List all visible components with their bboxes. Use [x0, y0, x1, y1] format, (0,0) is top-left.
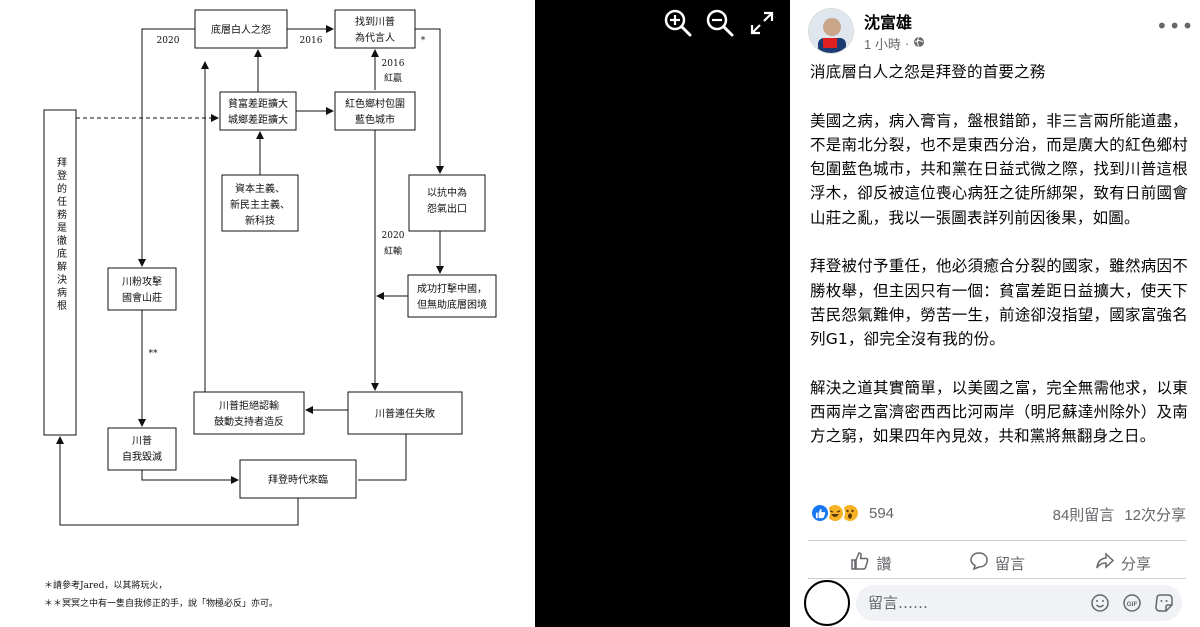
node-lose-box [347, 391, 463, 435]
svg-text:GIF: GIF [1127, 601, 1138, 608]
comment-input[interactable] [868, 594, 1088, 612]
post-panel: 沈富雄 1 小時 · ••• 消底層白人之怨是拜登的首要之務 美國之病，病入膏肓… [790, 0, 1200, 627]
node-success-1: 成功打擊中國， [417, 282, 487, 295]
comment-label: 留言 [994, 554, 1025, 573]
node-biden-era: 拜登時代來臨 [268, 473, 328, 486]
label-double-star: ** [149, 349, 159, 359]
node-lose: 川普連任失敗 [375, 407, 435, 420]
flowchart: 底層白人之怨 找到川普 為代言人 貧富差距擴大 城鄉差距擴大 紅色鄉村包圍 藍色… [43, 9, 497, 609]
node-capital-1: 資本主義、 [235, 182, 285, 195]
author-name[interactable]: 沈富雄 [864, 15, 913, 32]
node-anti-china-box [408, 174, 486, 232]
label-star: * [421, 36, 426, 46]
post-time[interactable]: 1 小時 [864, 37, 901, 52]
sticker-icon[interactable] [1154, 593, 1174, 613]
like-reaction-icon [810, 503, 830, 523]
post-text: 消底層白人之怨是拜登的首要之務 美國之病，病入膏肓，盤根錯節，非三言兩所能道盡，… [810, 60, 1188, 473]
divider [808, 540, 1186, 541]
post-paragraph: 解決之道其實簡單，以美國之富，完全無需他求，以東西兩岸之富濟密西西比河兩岸（明尼… [810, 378, 1188, 446]
node-gap-1: 貧富差距擴大 [228, 97, 288, 110]
meta-separator: · [904, 36, 910, 51]
current-user-avatar[interactable] [804, 580, 850, 626]
post-meta: 1 小時 · [864, 34, 925, 53]
label-2020-b: 2020 [382, 231, 405, 241]
like-label: 讚 [876, 554, 892, 573]
fullscreen-icon[interactable] [747, 8, 777, 38]
node-gap-2: 城鄉差距擴大 [228, 113, 288, 126]
footnote-1: ＊請參考Jared，以其將玩火， [44, 579, 167, 591]
post-paragraph: 拜登被付予重任，他必須癒合分裂的國家，雖然病因不勝枚舉，但主因只有一個：貧富差距… [810, 257, 1188, 349]
reactions-count: 594 [869, 504, 895, 522]
node-refuse-2: 鼓動支持者造反 [214, 415, 284, 428]
node-find-trump-1: 找到川普 [355, 15, 395, 28]
diagram-image: 底層白人之怨 找到川普 為代言人 貧富差距擴大 城鄉差距擴大 紅色鄉村包圍 藍色… [0, 0, 535, 627]
footnote-2: ＊＊冥冥之中有一隻自我修正的手，說「物極必反」亦可。 [44, 597, 278, 609]
shares-count[interactable]: 12次分享 [1124, 507, 1186, 524]
divider [808, 578, 1186, 579]
gif-icon[interactable]: GIF [1122, 593, 1142, 613]
node-refuse-box [193, 391, 305, 435]
node-red-2: 藍色城市 [355, 113, 395, 126]
node-self-2: 自我毀滅 [122, 450, 162, 463]
node-mob-2: 國會山莊 [122, 291, 162, 304]
zoom-in-icon[interactable] [663, 8, 693, 38]
node-red-1: 紅色鄉村包圍 [345, 97, 405, 110]
share-arrow-icon [1095, 551, 1115, 575]
speech-bubble-icon [969, 551, 989, 575]
share-button[interactable]: 分享 [1060, 545, 1186, 581]
comment-box: GIF [856, 585, 1182, 621]
node-success-2: 但無助底層困境 [417, 298, 487, 311]
node-self-box [107, 427, 177, 471]
comment-button[interactable]: 留言 [934, 545, 1060, 581]
zoom-out-icon[interactable] [705, 8, 735, 38]
node-capital-3: 新科技 [245, 214, 275, 227]
comment-tools: GIF [1090, 593, 1174, 613]
label-2020-a: 2020 [157, 36, 180, 46]
comments-count[interactable]: 84則留言 [1052, 507, 1115, 524]
post-paragraph: 消底層白人之怨是拜登的首要之務 [810, 63, 1046, 81]
reactions-summary[interactable]: 594 [810, 503, 894, 523]
author-avatar[interactable] [808, 8, 854, 54]
photo-viewer [535, 0, 790, 627]
node-anti-china-2: 怨氣出口 [427, 202, 467, 215]
node-refuse-1: 川普拒絕認輸 [219, 399, 279, 412]
emoji-icon[interactable] [1090, 593, 1110, 613]
node-resentment: 底層白人之怨 [211, 23, 271, 36]
label-2016-a: 2016 [300, 36, 323, 46]
post-actions: 讚 留言 分享 [808, 545, 1186, 581]
label-red-win: 紅贏 [384, 72, 402, 84]
globe-icon [913, 36, 925, 51]
node-self-1: 川普 [132, 434, 152, 447]
node-mob-1: 川粉攻擊 [122, 275, 162, 288]
label-2016-b: 2016 [382, 59, 405, 69]
share-label: 分享 [1120, 554, 1151, 573]
like-button[interactable]: 讚 [808, 545, 934, 581]
node-anti-china-1: 以抗中為 [427, 186, 467, 199]
node-capital-2: 新民主主義、 [230, 198, 290, 211]
engagement-counts: 84則留言 12次分享 [1053, 504, 1186, 525]
more-options-icon[interactable]: ••• [1156, 14, 1195, 38]
node-biden-task: 拜登的任務是徹底解決病根 [55, 157, 67, 313]
label-red-lose: 紅輸 [384, 245, 402, 257]
post-paragraph: 美國之病，病入膏肓，盤根錯節，非三言兩所能道盡，不是南北分裂，也不是東西分治，而… [810, 111, 1188, 227]
thumbs-up-icon [850, 551, 870, 575]
node-find-trump-2: 為代言人 [355, 31, 395, 44]
node-biden-task-box [43, 109, 77, 436]
